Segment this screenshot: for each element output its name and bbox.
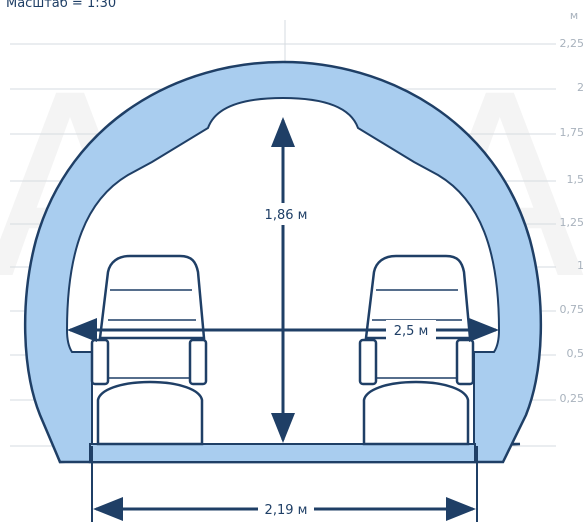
left-armrest [90, 338, 110, 386]
cabin-width-label: 2,5 м [394, 324, 429, 339]
cabin-width-dimension: 2,5 м [67, 318, 499, 342]
right-seat [358, 254, 475, 446]
left-seat-cushion [96, 380, 204, 446]
floor-width-dimension: 2,19 м [91, 446, 478, 522]
tick-label: 0,25 [560, 392, 585, 405]
tick-label: 0,75 [560, 303, 585, 316]
left-seat [90, 254, 208, 446]
left-seat-back [98, 254, 206, 340]
tick-label: 1,5 [567, 173, 585, 186]
cabin-floor [89, 443, 476, 463]
right-armrest [455, 338, 475, 386]
tick-label: 0,5 [567, 347, 585, 360]
height-dimension: 1,86 м [262, 117, 310, 443]
floor-width-label: 2,19 м [265, 503, 308, 518]
tick-label: 2,25 [560, 37, 585, 50]
right-armrest [188, 338, 208, 386]
height-label: 1,86 м [265, 208, 308, 223]
tick-label: 1,25 [560, 216, 585, 229]
right-seat-cushion [362, 380, 470, 446]
left-armrest [358, 338, 378, 386]
height-scale: м 2,25 2 1,75 1,5 1,25 1 0,75 0,5 0,25 [560, 9, 585, 405]
unit-label: м [570, 9, 578, 22]
right-seat-back [364, 254, 472, 340]
scale-label: Масштаб = 1:30 [6, 0, 117, 11]
tick-label: 1 [577, 259, 584, 272]
tick-label: 2 [577, 81, 584, 94]
tick-label: 1,75 [560, 126, 585, 139]
